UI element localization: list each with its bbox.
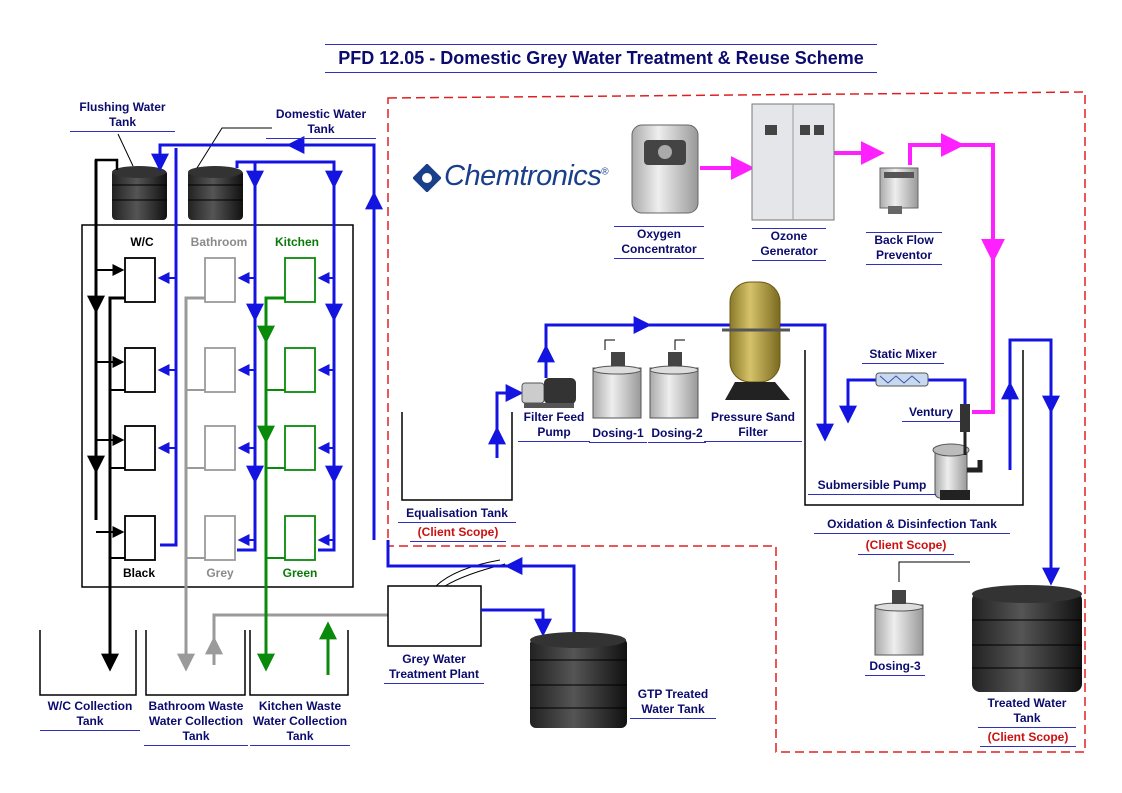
treated-water-tank-label: Treated Water Tank — [978, 696, 1076, 728]
submersible-pump-label: Submersible Pump — [808, 478, 936, 495]
filter-feed-pump-label: Filter Feed Pump — [518, 410, 590, 442]
dosing-3-label: Dosing-3 — [865, 659, 925, 676]
grey-water-plant-label: Grey Water Treatment Plant — [384, 652, 484, 684]
flushing-tank-label: Flushing Water Tank — [70, 100, 175, 132]
green-label: Green — [282, 566, 318, 580]
dosing-tank-icon — [874, 590, 924, 656]
page-title: PFD 12.05 - Domestic Grey Water Treatmen… — [325, 44, 877, 73]
static-mixer-icon — [875, 372, 929, 387]
domestic-tank-label: Domestic Water Tank — [266, 107, 376, 139]
oxidation-client-scope: (Client Scope) — [858, 538, 954, 555]
oxygen-concentrator-label: Oxygen Concentrator — [614, 226, 704, 259]
building-box — [81, 224, 354, 588]
dosing-2-label: Dosing-2 — [648, 426, 706, 443]
oxygen-concentrator-icon — [631, 124, 699, 214]
ozone-generator-label: Ozone Generator — [752, 228, 826, 261]
wc-collection-label: W/C Collection Tank — [40, 699, 140, 731]
bathroom-label: Bathroom — [190, 235, 248, 249]
chemtronics-logo-icon — [413, 164, 441, 192]
static-mixer-label: Static Mixer — [862, 347, 944, 364]
dosing-tank-icon — [592, 352, 642, 419]
ozone-generator-icon — [751, 103, 835, 221]
back-flow-preventor-label: Back Flow Preventor — [866, 232, 942, 265]
chemtronics-logo: Chemtronics® — [444, 160, 609, 192]
water-tank-icon — [530, 632, 627, 728]
dosing-1-label: Dosing-1 — [589, 426, 647, 443]
black-label: Black — [122, 566, 156, 580]
water-tank-icon — [972, 585, 1082, 692]
equalisation-tank-label: Equalisation Tank — [398, 506, 516, 523]
treated-client-scope: (Client Scope) — [980, 730, 1076, 747]
water-tank-icon — [188, 166, 243, 220]
kitchen-collection-label: Kitchen Waste Water Collection Tank — [250, 699, 350, 746]
back-flow-preventor-icon — [879, 167, 919, 214]
kitchen-label: Kitchen — [274, 235, 319, 249]
bathroom-collection-label: Bathroom Waste Water Collection Tank — [144, 699, 248, 746]
dosing-tank-icon — [649, 352, 699, 419]
wc-label: W/C — [130, 235, 154, 249]
equalisation-client-scope: (Client Scope) — [410, 525, 506, 542]
oxidation-tank-label: Oxidation & Disinfection Tank — [814, 517, 1010, 534]
filter-vessel-icon — [722, 281, 790, 400]
pump-icon — [521, 378, 576, 408]
grey-label: Grey — [206, 566, 234, 580]
gtp-treated-label: GTP Treated Water Tank — [630, 687, 716, 719]
grey-water-plant-box — [387, 585, 482, 647]
submersible-pump-icon — [932, 443, 983, 500]
water-tank-icon — [112, 166, 167, 220]
ventury-label: Ventury — [902, 405, 960, 422]
pressure-sand-filter-label: Pressure Sand Filter — [704, 410, 802, 442]
